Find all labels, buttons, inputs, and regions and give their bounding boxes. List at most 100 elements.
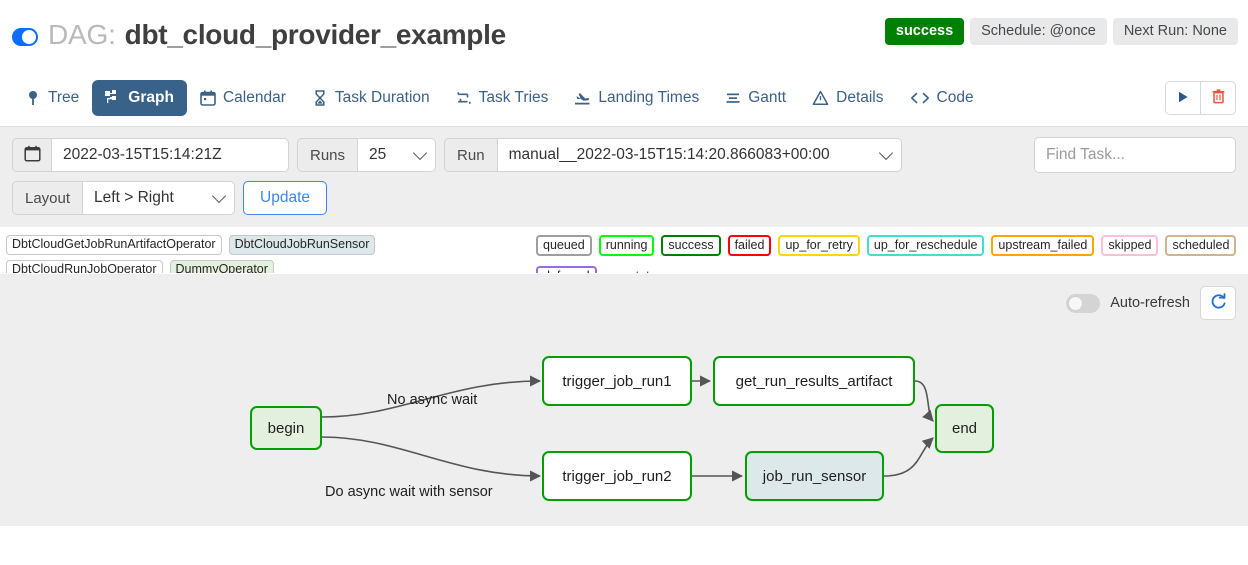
code-icon — [910, 90, 930, 106]
tab-task-tries-label: Task Tries — [478, 89, 549, 106]
edge-label-do-async-wait: Do async wait with sensor — [325, 484, 493, 500]
refresh-button[interactable] — [1200, 286, 1236, 320]
run-select[interactable]: manual__2022-03-15T15:14:20.866083+00:00 — [497, 138, 902, 172]
layout-select[interactable]: Left > Right — [83, 181, 236, 215]
auto-refresh-toggle[interactable] — [1066, 293, 1101, 313]
legend-state-up-for-retry[interactable]: up_for_retry — [778, 235, 860, 256]
dag-node-label: end — [951, 420, 978, 437]
calendar-small-icon — [23, 145, 41, 165]
toolbar-row-bottom: Layout Left > Right Update — [12, 181, 1236, 215]
header-badges: success Schedule: @once Next Run: None — [884, 18, 1238, 45]
auto-refresh-label: Auto-refresh — [1110, 295, 1190, 311]
dag-node-end[interactable]: end — [935, 404, 994, 453]
page-title: dbt_cloud_provider_example — [124, 19, 507, 50]
view-tabbar: Tree Graph Calendar Task Duration Task T… — [0, 70, 1248, 127]
chevron-down-icon — [412, 145, 428, 161]
layout-select-value: Left > Right — [94, 189, 174, 206]
layout-label: Layout — [12, 181, 84, 215]
legend-state-upstream-failed[interactable]: upstream_failed — [991, 235, 1095, 256]
legend-state-queued[interactable]: queued — [536, 235, 592, 256]
tab-graph[interactable]: Graph — [92, 80, 187, 116]
run-group: Run manual__2022-03-15T15:14:20.866083+0… — [444, 138, 902, 172]
next-run-badge: Next Run: None — [1112, 18, 1238, 45]
dag-node-label: get_run_results_artifact — [735, 372, 893, 390]
legend-state-success[interactable]: success — [661, 235, 721, 256]
tab-landing-times[interactable]: Landing Times — [561, 80, 712, 116]
execution-date-group: 2022-03-15T15:14:21Z — [12, 138, 289, 172]
tab-task-duration-label: Task Duration — [334, 89, 430, 106]
legend-states: queued running success failed up_for_ret… — [536, 235, 1242, 287]
dag-node-label: trigger_job_run1 — [562, 372, 672, 390]
auto-refresh-controls: Auto-refresh — [1066, 286, 1236, 320]
tab-gantt[interactable]: Gantt — [712, 80, 799, 116]
edge-sensor-end — [883, 437, 934, 477]
dag-node-label: begin — [267, 419, 305, 437]
calendar-picker-button[interactable] — [12, 138, 52, 172]
edge-label-no-async-wait: No async wait — [387, 392, 478, 408]
tab-task-duration[interactable]: Task Duration — [299, 80, 443, 116]
dag-node-label: job_run_sensor — [762, 467, 867, 485]
dag-graph-canvas[interactable]: Auto-refresh begin trigger_job_run1 — [0, 273, 1248, 526]
chevron-down-icon — [211, 188, 227, 204]
runs-label: Runs — [297, 138, 359, 172]
legend-operator-chip[interactable]: DbtCloudJobRunSensor — [228, 235, 376, 255]
tab-code[interactable]: Code — [897, 80, 987, 116]
graph-icon — [105, 90, 121, 106]
dag-node-begin[interactable]: begin — [250, 406, 322, 450]
find-task-input[interactable]: Find Task... — [1034, 137, 1236, 173]
dag-edges — [321, 375, 934, 482]
play-icon — [1176, 90, 1190, 107]
delete-dag-button[interactable] — [1201, 81, 1236, 115]
legend-state-skipped[interactable]: skipped — [1101, 235, 1159, 256]
tab-details-label: Details — [836, 89, 884, 106]
update-button[interactable]: Update — [243, 181, 328, 215]
dag-node-job-run-sensor[interactable]: job_run_sensor — [745, 451, 884, 501]
chevron-down-icon — [878, 145, 893, 161]
execution-date-input[interactable]: 2022-03-15T15:14:21Z — [52, 138, 289, 172]
trash-icon — [1211, 89, 1226, 107]
refresh-icon — [1210, 293, 1227, 313]
status-badge: success — [884, 18, 965, 45]
retry-icon — [456, 90, 472, 106]
tab-gantt-label: Gantt — [748, 89, 787, 106]
tab-code-label: Code — [936, 89, 974, 106]
toolbar-row-top: 2022-03-15T15:14:21Z Runs 25 Run manual_… — [12, 137, 1236, 173]
dag-pause-toggle[interactable] — [12, 28, 38, 46]
legend-state-running[interactable]: running — [598, 235, 655, 256]
trigger-dag-button[interactable] — [1165, 81, 1201, 115]
filter-toolbar: 2022-03-15T15:14:21Z Runs 25 Run manual_… — [0, 127, 1248, 227]
runs-group: Runs 25 — [297, 138, 437, 172]
edge-begin-trigger1 — [321, 375, 542, 418]
tab-graph-label: Graph — [128, 89, 174, 106]
tab-landing-times-label: Landing Times — [598, 89, 700, 106]
landing-icon — [574, 90, 591, 106]
edge-begin-trigger2 — [321, 436, 542, 482]
edge-artifact-end — [914, 380, 934, 422]
layout-group: Layout Left > Right — [12, 181, 236, 215]
legend-state-scheduled[interactable]: scheduled — [1165, 235, 1237, 256]
gantt-icon — [725, 90, 741, 106]
dag-node-trigger-job-run2[interactable]: trigger_job_run2 — [542, 451, 692, 501]
legend-operator-chip[interactable]: DbtCloudGetJobRunArtifactOperator — [6, 235, 222, 255]
dag-node-get-run-results-artifact[interactable]: get_run_results_artifact — [713, 356, 915, 406]
tab-details[interactable]: Details — [799, 80, 896, 116]
tree-icon — [25, 90, 41, 106]
dag-node-label: trigger_job_run2 — [562, 467, 672, 485]
runs-select-value: 25 — [369, 146, 387, 163]
dag-prefix-label: DAG: — [48, 19, 116, 50]
tab-tree[interactable]: Tree — [12, 80, 92, 116]
dag-action-buttons — [1165, 81, 1236, 115]
hourglass-icon — [312, 90, 328, 106]
runs-select[interactable]: 25 — [358, 138, 437, 172]
tab-calendar[interactable]: Calendar — [187, 80, 299, 116]
dag-node-trigger-job-run1[interactable]: trigger_job_run1 — [542, 356, 692, 406]
schedule-badge[interactable]: Schedule: @once — [970, 18, 1107, 45]
calendar-icon — [200, 90, 216, 106]
run-label: Run — [444, 138, 498, 172]
warning-triangle-icon — [812, 90, 829, 106]
tab-calendar-label: Calendar — [222, 89, 286, 106]
legend-state-up-for-reschedule[interactable]: up_for_reschedule — [866, 235, 985, 256]
legend-state-failed[interactable]: failed — [727, 235, 772, 256]
dag-header: DAG: dbt_cloud_provider_example success … — [0, 0, 1248, 70]
tab-task-tries[interactable]: Task Tries — [443, 80, 562, 116]
